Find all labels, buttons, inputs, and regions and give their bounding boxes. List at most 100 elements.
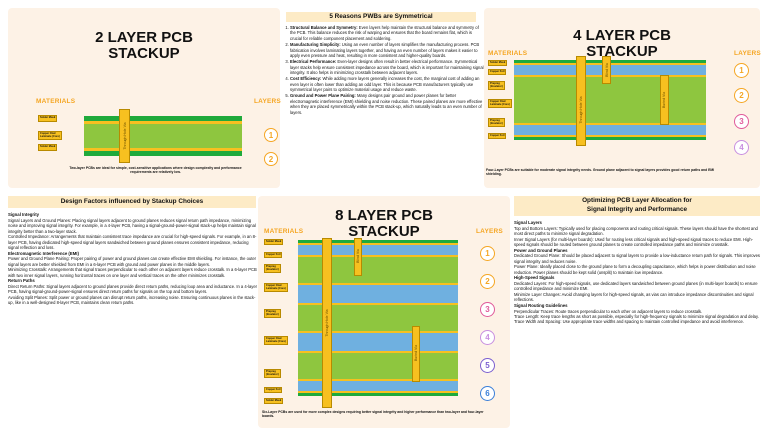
section-paragraph: Power and Ground Plane Pairing: Proper p… [8, 256, 257, 267]
layer-number-3: 3 [480, 302, 495, 317]
through-hole-via [119, 109, 130, 163]
stack-layer [298, 240, 458, 243]
eight-layer-title: 8 LAYER PCB STACKUP [335, 207, 433, 240]
stack-layer [298, 381, 458, 391]
core [84, 124, 242, 148]
four-layer-card: 4 LAYER PCB STACKUP MATERIALS LAYERS Thr… [484, 8, 761, 188]
stack-layer [298, 303, 458, 305]
section-paragraph: Direct Return Paths: Signal layers adjac… [8, 283, 258, 295]
eight-layer-card: 8 LAYER PCB STACKUP MATERIALS LAYERS Thr… [258, 196, 510, 428]
tag-prepreg-1: Prepreg (Insulator) [488, 81, 505, 90]
through-hole-via-label: Through Hole Via [123, 122, 127, 150]
section-heading: Signal Routing Guidelines [514, 302, 568, 308]
blind-via-label: Blind Via [356, 249, 360, 263]
stack-layer [298, 391, 458, 393]
reason-text: While adding more layers generally incre… [290, 76, 480, 93]
tag-copper-foil-bottom: Copper Foil [264, 387, 283, 393]
tag-prepreg-1: Prepreg (Insulator) [264, 264, 281, 273]
tag-solder-mask: Solder Mask [488, 60, 508, 66]
through-hole-via-label: Through Hole Via [579, 96, 583, 124]
core [514, 77, 706, 123]
stack-layer [298, 283, 458, 285]
tag-copper-foil: Copper Foil [488, 69, 507, 75]
two-layer-card: 2 LAYER PCB STACKUP MATERIALS LAYERS Thr… [8, 8, 281, 188]
stack-layer [298, 243, 458, 245]
layers-label: LAYERS [254, 98, 281, 105]
section-paragraph: Controlled Impedance: Arrangements that … [8, 234, 257, 251]
buried-via-label: Buried Via [414, 344, 418, 362]
layer-number-6: 6 [480, 386, 495, 401]
section-paragraph: Avoiding Split Planes: Split power or gr… [8, 294, 256, 306]
layer-number-1: 1 [480, 246, 495, 261]
layer-number-1: 1 [734, 63, 749, 78]
blind-via [354, 238, 362, 276]
tag-copper-foil-bottom: Copper Foil [488, 133, 507, 139]
buried-via [660, 75, 669, 125]
tag-prepreg-3: Prepreg (Insulator) [264, 369, 281, 378]
reason-heading: Electrical Performance: [290, 59, 337, 65]
design-factors-title: Design Factors influenced by Stackup Cho… [8, 196, 256, 208]
section-paragraph: Perpendicular Traces: Route traces perpe… [514, 308, 703, 314]
layer-number-3: 3 [734, 114, 749, 129]
layer-number-5: 5 [480, 358, 495, 373]
section-paragraph: Inner Signal Layers (for multi-layer boa… [514, 236, 753, 248]
layer-number-2: 2 [264, 152, 278, 166]
tag-copper-clad-1: Copper Clad Laminate (Core) [264, 283, 288, 292]
stack-layer [298, 331, 458, 333]
section-paragraph: Dedicated Ground Plane: Should be placed… [514, 253, 760, 264]
through-hole-via-label: Through Hole Via [325, 309, 329, 337]
tag-solder-mask-top: Solder Mask [264, 239, 284, 245]
stack-layer [298, 255, 458, 257]
layer-number-2: 2 [734, 88, 749, 103]
layer-number-4: 4 [734, 140, 749, 155]
section-paragraph: Minimize Layer Changes: Avoid changing l… [514, 291, 754, 303]
reasons-title: 5 Reasons PWBs are Symmetrical [286, 12, 476, 22]
reason-item: Manufacturing Simplicity: Using an even … [290, 42, 484, 58]
layers-label: LAYERS [476, 228, 503, 235]
reason-heading: Manufacturing Simplicity: [290, 42, 341, 48]
layer-number-1: 1 [264, 128, 278, 142]
blind-via-label: Blind Via [605, 63, 609, 77]
reason-heading: Ground and Power Plane Pairing: [290, 93, 356, 99]
tag-prepreg-2: Prepreg (Insulator) [488, 118, 505, 127]
section-paragraph: Signal Layers and Ground Planes: Placing… [8, 217, 256, 234]
blind-via [602, 56, 611, 84]
reason-item: Ground and Power Plane Pairing: Many des… [290, 93, 484, 115]
layer-number-4: 4 [480, 330, 495, 345]
section-heading: Power and Ground Planes [514, 247, 568, 253]
stack-layer [298, 245, 458, 255]
copper-4 [514, 135, 706, 137]
tag-copper-clad: Copper Clad Laminate (Core) [488, 99, 512, 108]
two-layer-title: 2 LAYER PCB STACKUP [95, 29, 193, 62]
section-paragraph: Dedicated Layers: For high-speed signals… [514, 280, 758, 292]
copper-top [84, 121, 242, 124]
reason-item: Electrical Performance: Even-layer desig… [290, 59, 484, 75]
tag-solder-mask-top: Solder Mask [38, 115, 58, 122]
layer-number-2: 2 [480, 274, 495, 289]
four-layer-title: 4 LAYER PCB STACKUP [573, 27, 671, 60]
stack-layer [298, 351, 458, 353]
stack-layer [298, 285, 458, 303]
section-heading: Signal Layers [514, 220, 542, 225]
stack-layer [298, 393, 458, 396]
two-layer-caption: Two-layer PCBs are ideal for simple, cos… [69, 166, 242, 175]
tag-copper-clad-2: Copper Clad Laminate (Core) [264, 336, 288, 345]
section-paragraph: Minimizing Crosstalk: Arrangements that … [8, 267, 257, 278]
solder-mask-bottom [514, 137, 706, 140]
tag-copper-clad: Copper Clad Laminate (Core) [38, 131, 62, 140]
through-hole-via [322, 238, 332, 408]
four-layer-caption: Four-Layer PCBs are suitable for moderat… [486, 168, 715, 177]
materials-label: MATERIALS [264, 228, 304, 235]
copper-bottom [84, 148, 242, 151]
reasons-list: Structural Balance and Symmetry: Even la… [284, 25, 484, 116]
section-heading: Electromagnetic Interference (EMI) [8, 250, 79, 256]
reason-heading: Cost Efficiency: [290, 76, 322, 82]
buried-via-label: Buried Via [662, 91, 666, 109]
reason-item: Structural Balance and Symmetry: Even la… [290, 25, 484, 41]
reason-text: Even layers help maintain the structural… [290, 25, 479, 41]
section-paragraph: Trace Width and Spacing: Use appropriate… [514, 319, 745, 325]
reason-item: Cost Efficiency: While adding more layer… [290, 76, 484, 92]
reason-text: Many designs pair ground and power plane… [290, 93, 483, 115]
